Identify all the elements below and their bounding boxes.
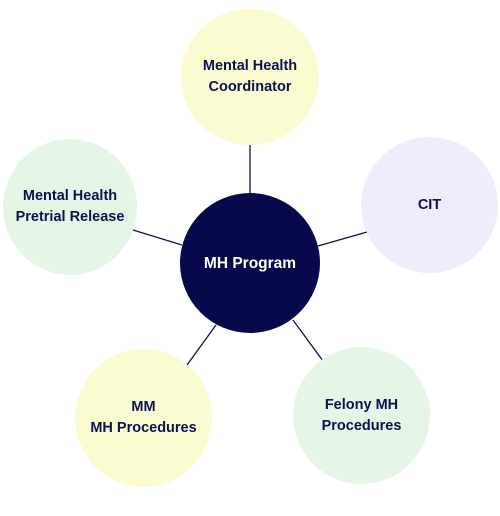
connector-botleft: [186, 324, 217, 366]
node-mh-program-center: MH Program: [180, 193, 320, 333]
node-mental-health-coordinator: Mental Health Coordinator: [181, 9, 319, 145]
node-label: MM MH Procedures: [90, 399, 197, 436]
center-label: MH Program: [203, 254, 297, 272]
node-cit: CIT: [361, 137, 498, 273]
node-label: Felony MH Procedures: [321, 396, 402, 434]
connector-left: [132, 229, 183, 246]
node-label: Mental Health Pretrial Release: [15, 188, 125, 225]
node-felony-mh-procedures: Felony MH Procedures: [293, 347, 430, 484]
node-mental-health-pretrial-release: Mental Health Pretrial Release: [3, 139, 137, 275]
connector-botright: [292, 319, 324, 362]
node-mm-mh-procedures: MM MH Procedures: [75, 349, 212, 487]
connector-right: [317, 231, 368, 247]
node-label: CIT: [417, 196, 442, 213]
node-label: Mental Health Coordinator: [202, 58, 298, 95]
